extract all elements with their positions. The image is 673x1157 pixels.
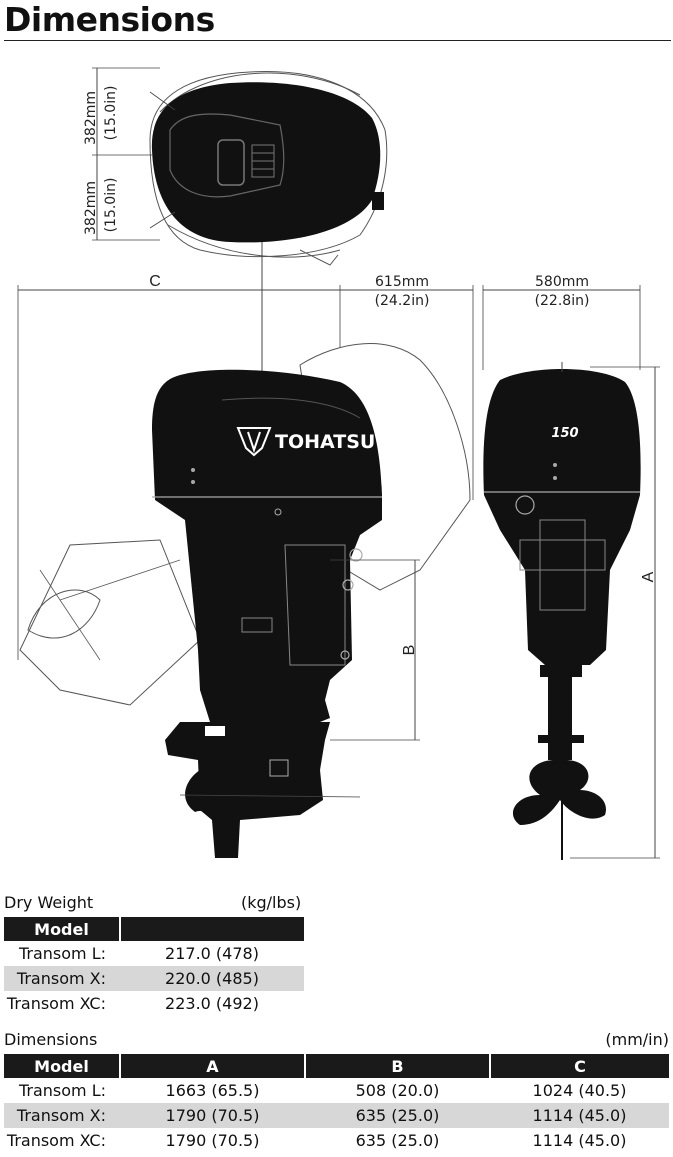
header-weight	[119, 917, 304, 941]
row-model: Transom XC:	[6, 1131, 106, 1150]
header-b: B	[304, 1054, 490, 1078]
header-c: C	[489, 1054, 669, 1078]
row-weight: 220.0 (485)	[120, 966, 304, 991]
row-weight: 217.0 (478)	[165, 944, 259, 963]
row-a: 1663 (65.5)	[165, 1081, 260, 1100]
row-model: Transom L:	[18, 944, 106, 963]
row-c: 1114 (45.0)	[532, 1131, 627, 1150]
dry-weight-header-row: Model	[4, 917, 304, 941]
row-c: 1024 (40.5)	[532, 1081, 627, 1100]
tilt-dim-mm: 615mm	[375, 274, 429, 290]
top-dim-upper-in: (15.0in)	[103, 86, 119, 141]
dimensions-title: Dimensions	[4, 1030, 98, 1049]
width-dim-mm: 580mm	[535, 274, 589, 290]
header-a: A	[119, 1054, 305, 1078]
row-model: Transom X:	[4, 966, 120, 991]
side-view: TOHATSU B	[19, 343, 471, 858]
brand-logo-text: TOHATSU	[275, 431, 375, 453]
outboard-dimension-drawing: 382mm (15.0in) 382mm (15.0in) C 615mm (2…	[17, 67, 660, 860]
page-title: Dimensions	[4, 0, 215, 39]
rear-view: 150 A	[483, 362, 660, 860]
table-row: Transom XC: 223.0 (492)	[4, 991, 304, 1016]
row-model: Transom XC:	[6, 994, 106, 1013]
row-a: 1790 (70.5)	[165, 1131, 260, 1150]
horizontal-dims: C 615mm (24.2in) 580mm (22.8in)	[17, 273, 641, 660]
table-row: Transom XC: 1790 (70.5) 635 (25.0) 1114 …	[4, 1128, 669, 1153]
row-model: Transom L:	[18, 1081, 106, 1100]
model-badge: 150	[551, 426, 578, 441]
row-weight: 223.0 (492)	[165, 994, 259, 1013]
title-divider	[4, 40, 671, 41]
dimensions-table: Model A B C Transom L: 1663 (65.5) 508 (…	[4, 1054, 669, 1153]
row-c: 1114 (45.0)	[490, 1103, 669, 1128]
table-row: Transom L: 217.0 (478)	[4, 941, 304, 966]
top-dim-lower-mm: 382mm	[83, 181, 99, 235]
header-model: Model	[4, 1054, 120, 1078]
top-dim-upper-mm: 382mm	[83, 91, 99, 145]
label-c: C	[149, 273, 161, 290]
dry-weight-table: Model Transom L: 217.0 (478) Transom X: …	[4, 917, 304, 1016]
top-cowl	[151, 82, 381, 243]
table-row: Transom X: 1790 (70.5) 635 (25.0) 1114 (…	[4, 1103, 669, 1128]
tilt-dim-in: (24.2in)	[375, 293, 430, 309]
row-b: 635 (25.0)	[355, 1131, 440, 1150]
header-model: Model	[4, 917, 120, 941]
row-b: 508 (20.0)	[355, 1081, 440, 1100]
width-dim-in: (22.8in)	[535, 293, 590, 309]
label-a: A	[640, 571, 657, 582]
row-b: 635 (25.0)	[305, 1103, 490, 1128]
dry-weight-title: Dry Weight	[4, 893, 94, 912]
dimensions-header-row: Model A B C	[4, 1054, 669, 1078]
row-a: 1790 (70.5)	[120, 1103, 305, 1128]
table-row: Transom L: 1663 (65.5) 508 (20.0) 1024 (…	[4, 1078, 669, 1103]
row-model: Transom X:	[4, 1103, 120, 1128]
label-b: B	[401, 645, 418, 656]
top-view	[92, 67, 388, 266]
dry-weight-unit: (kg/lbs)	[241, 893, 302, 912]
top-dim-labels: 382mm (15.0in) 382mm (15.0in)	[83, 86, 119, 235]
dimensions-unit: (mm/in)	[605, 1030, 669, 1049]
top-dim-lower-in: (15.0in)	[103, 178, 119, 233]
table-row: Transom X: 220.0 (485)	[4, 966, 304, 991]
